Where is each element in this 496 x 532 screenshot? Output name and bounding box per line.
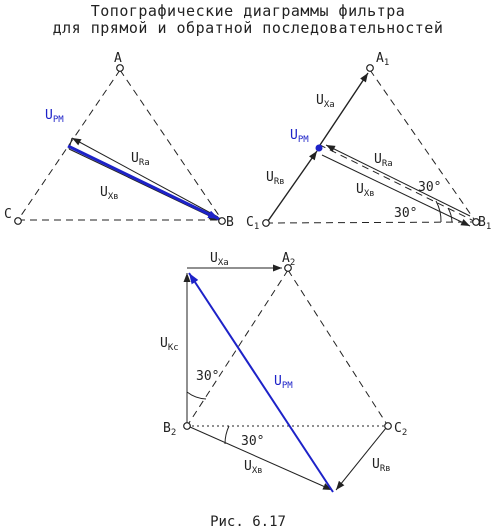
label-u-pm-2: UPM xyxy=(290,128,309,145)
angle-label-lower: 30° xyxy=(394,206,417,221)
angle-arc-left xyxy=(186,391,207,400)
label-u-rb-3: URв xyxy=(372,457,391,474)
label-a1: A1 xyxy=(376,51,389,68)
vector-u-pm xyxy=(67,144,220,221)
side-a2b2 xyxy=(186,269,289,427)
angle-arc-right xyxy=(224,425,230,445)
node-c2 xyxy=(384,422,392,430)
side-a2c2 xyxy=(287,269,389,427)
vector-u-rb xyxy=(267,150,318,222)
angle-arc-upper xyxy=(447,207,453,223)
label-b2: B2 xyxy=(163,421,176,438)
label-u-xb-3: UXв xyxy=(244,459,263,476)
node-a1 xyxy=(366,64,374,72)
label-c: C xyxy=(4,207,12,222)
angle-arc-lower xyxy=(435,200,442,223)
vector-u-xa xyxy=(317,72,369,149)
vector-u-rb-3 xyxy=(335,427,387,491)
diagram-1: A B C UPM URa UXв xyxy=(4,51,234,230)
node-c1 xyxy=(262,219,270,227)
angle-label-left: 30° xyxy=(196,369,219,384)
label-u-ra: URa xyxy=(131,151,150,168)
node-a2 xyxy=(284,264,292,272)
label-u-kc: UKc xyxy=(160,336,179,353)
angle-label-upper: 30° xyxy=(418,180,441,195)
node-b xyxy=(218,217,226,225)
node-b1 xyxy=(472,218,480,226)
label-u-xa: UXa xyxy=(316,93,335,110)
label-u-pm: UPM xyxy=(45,108,64,125)
label-u-xa-3: UXa xyxy=(210,251,229,268)
title-line-2: для прямой и обратной последовательносте… xyxy=(53,19,444,37)
label-b: B xyxy=(226,215,234,230)
point-pm xyxy=(315,144,323,152)
label-u-rb: URв xyxy=(266,170,285,187)
node-a xyxy=(116,64,124,72)
node-b2 xyxy=(183,422,191,430)
label-a2: A2 xyxy=(282,251,295,268)
node-c xyxy=(14,217,22,225)
label-u-xb: UXв xyxy=(100,185,119,202)
label-c2: C2 xyxy=(394,421,407,438)
label-a: A xyxy=(114,51,122,66)
vector-u-xb-3 xyxy=(189,426,333,491)
diagram-2: A1 B1 C1 UXa UPM URa URв UXв 30° 30° xyxy=(246,51,491,232)
label-b1: B1 xyxy=(478,215,491,232)
title-line-1: Топографические диаграммы фильтра xyxy=(91,2,406,20)
label-u-xb-2: UXв xyxy=(356,182,375,199)
side-c1b1 xyxy=(265,221,477,224)
label-c1: C1 xyxy=(246,215,259,232)
dashed-b1-pm xyxy=(319,144,477,223)
side-ab xyxy=(119,69,223,221)
diagram-3: A2 B2 C2 UXa UKc UPM UXв URв 30° 30° xyxy=(160,251,407,493)
vector-u-xb-2 xyxy=(321,154,471,227)
figure-caption: Рис. 6.17 xyxy=(210,514,286,530)
label-u-ra-2: URa xyxy=(374,152,393,169)
vector-u-ra-2 xyxy=(325,144,471,217)
vector-u-pm-3 xyxy=(188,272,334,493)
vector-u-ra xyxy=(71,137,219,218)
side-a1b1 xyxy=(369,69,477,223)
label-u-pm-3: UPM xyxy=(274,374,293,391)
angle-label-right: 30° xyxy=(241,434,264,449)
